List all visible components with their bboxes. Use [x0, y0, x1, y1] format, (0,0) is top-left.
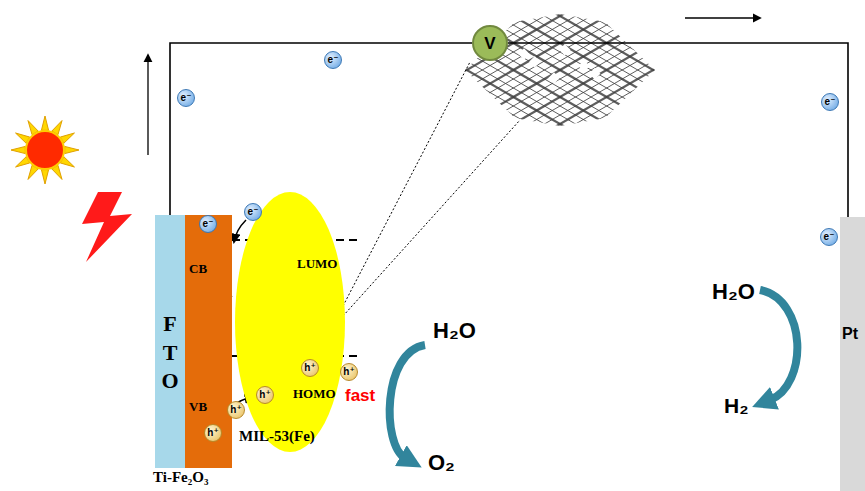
oxidation-arrow — [390, 345, 425, 458]
hole: h⁺ — [227, 401, 245, 419]
electron: e⁻ — [177, 89, 195, 107]
mof-ellipse: LUMO HOMO MIL-53(Fe) — [235, 192, 345, 452]
electron: e⁻ — [199, 215, 217, 233]
node-text: h⁺ — [230, 405, 241, 415]
zoom-line — [343, 120, 520, 316]
zoom-line — [343, 62, 470, 306]
node-text: VB — [189, 399, 207, 415]
fto-layer: F T O — [155, 215, 185, 468]
node-text: MIL-53(Fe) — [239, 428, 315, 445]
mof-structure — [465, 0, 655, 305]
node-text: V — [484, 35, 495, 52]
hole: h⁺ — [340, 363, 358, 381]
water-label: H₂O — [712, 279, 755, 305]
pt-electrode: Pt — [840, 217, 865, 491]
current-arrow — [147, 55, 148, 155]
hole: h⁺ — [301, 359, 319, 377]
light-bolt — [82, 192, 132, 262]
node-text: e⁻ — [181, 93, 192, 103]
node-text: h⁺ — [343, 367, 354, 377]
node-text: Ti-Fe₂O₃ — [153, 469, 208, 486]
sun-symbol — [11, 116, 79, 184]
circuit-wire — [508, 43, 848, 217]
circuit-wire — [170, 43, 472, 215]
voltmeter: V — [472, 25, 508, 61]
node-text: e⁻ — [328, 55, 339, 65]
oxygen-label: O₂ — [428, 450, 455, 476]
hole: h⁺ — [204, 424, 222, 442]
water-label: H₂O — [433, 318, 476, 344]
rate-note: fast — [345, 386, 375, 406]
electron: e⁻ — [244, 203, 262, 221]
electron: e⁻ — [820, 228, 838, 246]
current-arrow — [685, 17, 760, 18]
hydrogen-label: H₂ — [724, 394, 749, 418]
node-text: F T O — [159, 310, 181, 396]
ellipse-outline — [235, 192, 345, 452]
node-text: Pt — [842, 325, 858, 343]
electron: e⁻ — [821, 93, 839, 111]
node-text: e⁻ — [203, 219, 214, 229]
electron-path — [234, 220, 246, 242]
node-text: LUMO — [297, 256, 337, 272]
node-text: HOMO — [293, 386, 336, 402]
node-text: h⁺ — [304, 363, 315, 373]
hole: h⁺ — [256, 386, 274, 404]
node-text: e⁻ — [825, 97, 836, 107]
node-text: e⁻ — [248, 207, 259, 217]
node-text: h⁺ — [259, 390, 270, 400]
node-text: e⁻ — [824, 232, 835, 242]
node-text: CB — [189, 261, 207, 277]
node-text: h⁺ — [207, 428, 218, 438]
electron: e⁻ — [324, 51, 342, 69]
reduction-arrow — [760, 290, 797, 400]
